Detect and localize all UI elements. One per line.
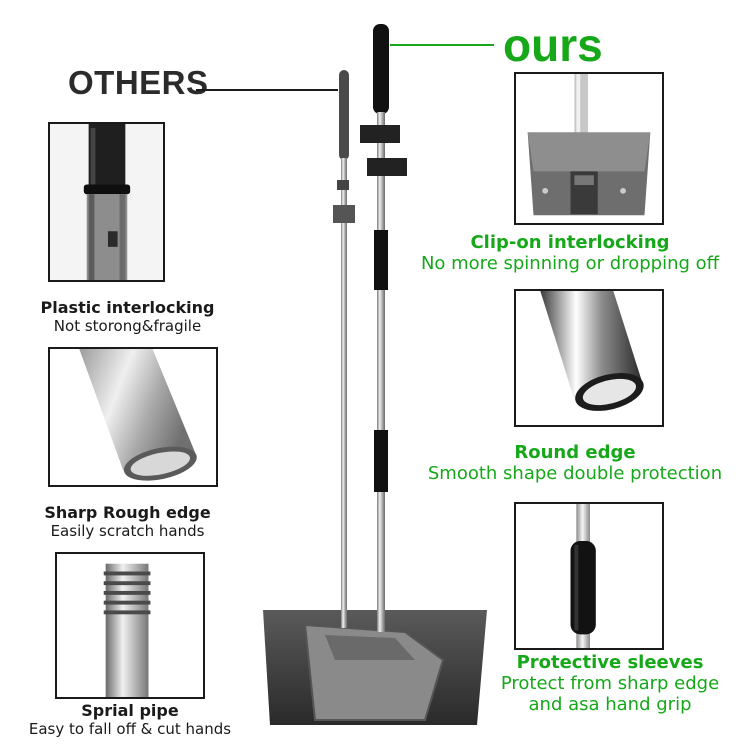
spiral-pipe-image <box>57 554 203 697</box>
protective-sleeves-subtitle: Protect from sharp edge <box>500 673 720 694</box>
round-edge-subtitle: Smooth shape double protection <box>427 463 723 484</box>
clip-on-interlocking-image <box>516 74 662 223</box>
others-handle-grip <box>339 70 349 160</box>
others-pointer-line <box>196 89 338 91</box>
protective-sleeves-image <box>516 504 662 648</box>
sharp-rough-edge-subtitle: Easily scratch hands <box>50 522 205 540</box>
ours-sleeve-upper <box>374 230 388 290</box>
plastic-interlocking-title: Plastic interlocking <box>40 298 215 317</box>
clip-on-interlocking-panel <box>514 72 664 225</box>
round-edge-image <box>516 291 662 425</box>
others-label: OTHERS <box>68 64 209 101</box>
clip-on-interlocking-title: Clip-on interlocking <box>470 232 670 253</box>
protective-sleeves-title: Protective sleeves <box>516 652 704 673</box>
ours-label: ours <box>503 19 603 71</box>
spiral-pipe-panel <box>55 552 205 699</box>
round-edge-title: Round edge <box>514 442 636 463</box>
protective-sleeves-panel <box>514 502 664 650</box>
protective-sleeves-subtitle-line2: and asa hand grip <box>528 694 692 715</box>
ours-clip-upper <box>360 125 400 143</box>
sharp-rough-edge-image <box>50 349 216 485</box>
sharp-rough-edge-title: Sharp Rough edge <box>44 503 211 522</box>
spiral-pipe-title: Sprial pipe <box>81 701 179 720</box>
ours-pole <box>377 112 385 632</box>
round-edge-panel <box>514 289 664 427</box>
ours-sleeve-lower <box>374 430 388 492</box>
ours-pointer-line <box>390 44 494 46</box>
dustpan-broom-product-image <box>263 24 487 725</box>
others-pole <box>341 158 347 628</box>
spiral-pipe-subtitle: Easy to fall off & cut hands <box>28 720 232 738</box>
sharp-rough-edge-panel <box>48 347 218 487</box>
ours-handle-grip <box>373 24 389 114</box>
ours-clip-lower <box>367 158 407 176</box>
plastic-interlocking-subtitle: Not storong&fragile <box>53 317 202 335</box>
plastic-interlocking-panel <box>48 122 165 282</box>
plastic-interlocking-image <box>50 124 163 280</box>
clip-on-interlocking-subtitle: No more spinning or dropping off <box>420 253 720 274</box>
